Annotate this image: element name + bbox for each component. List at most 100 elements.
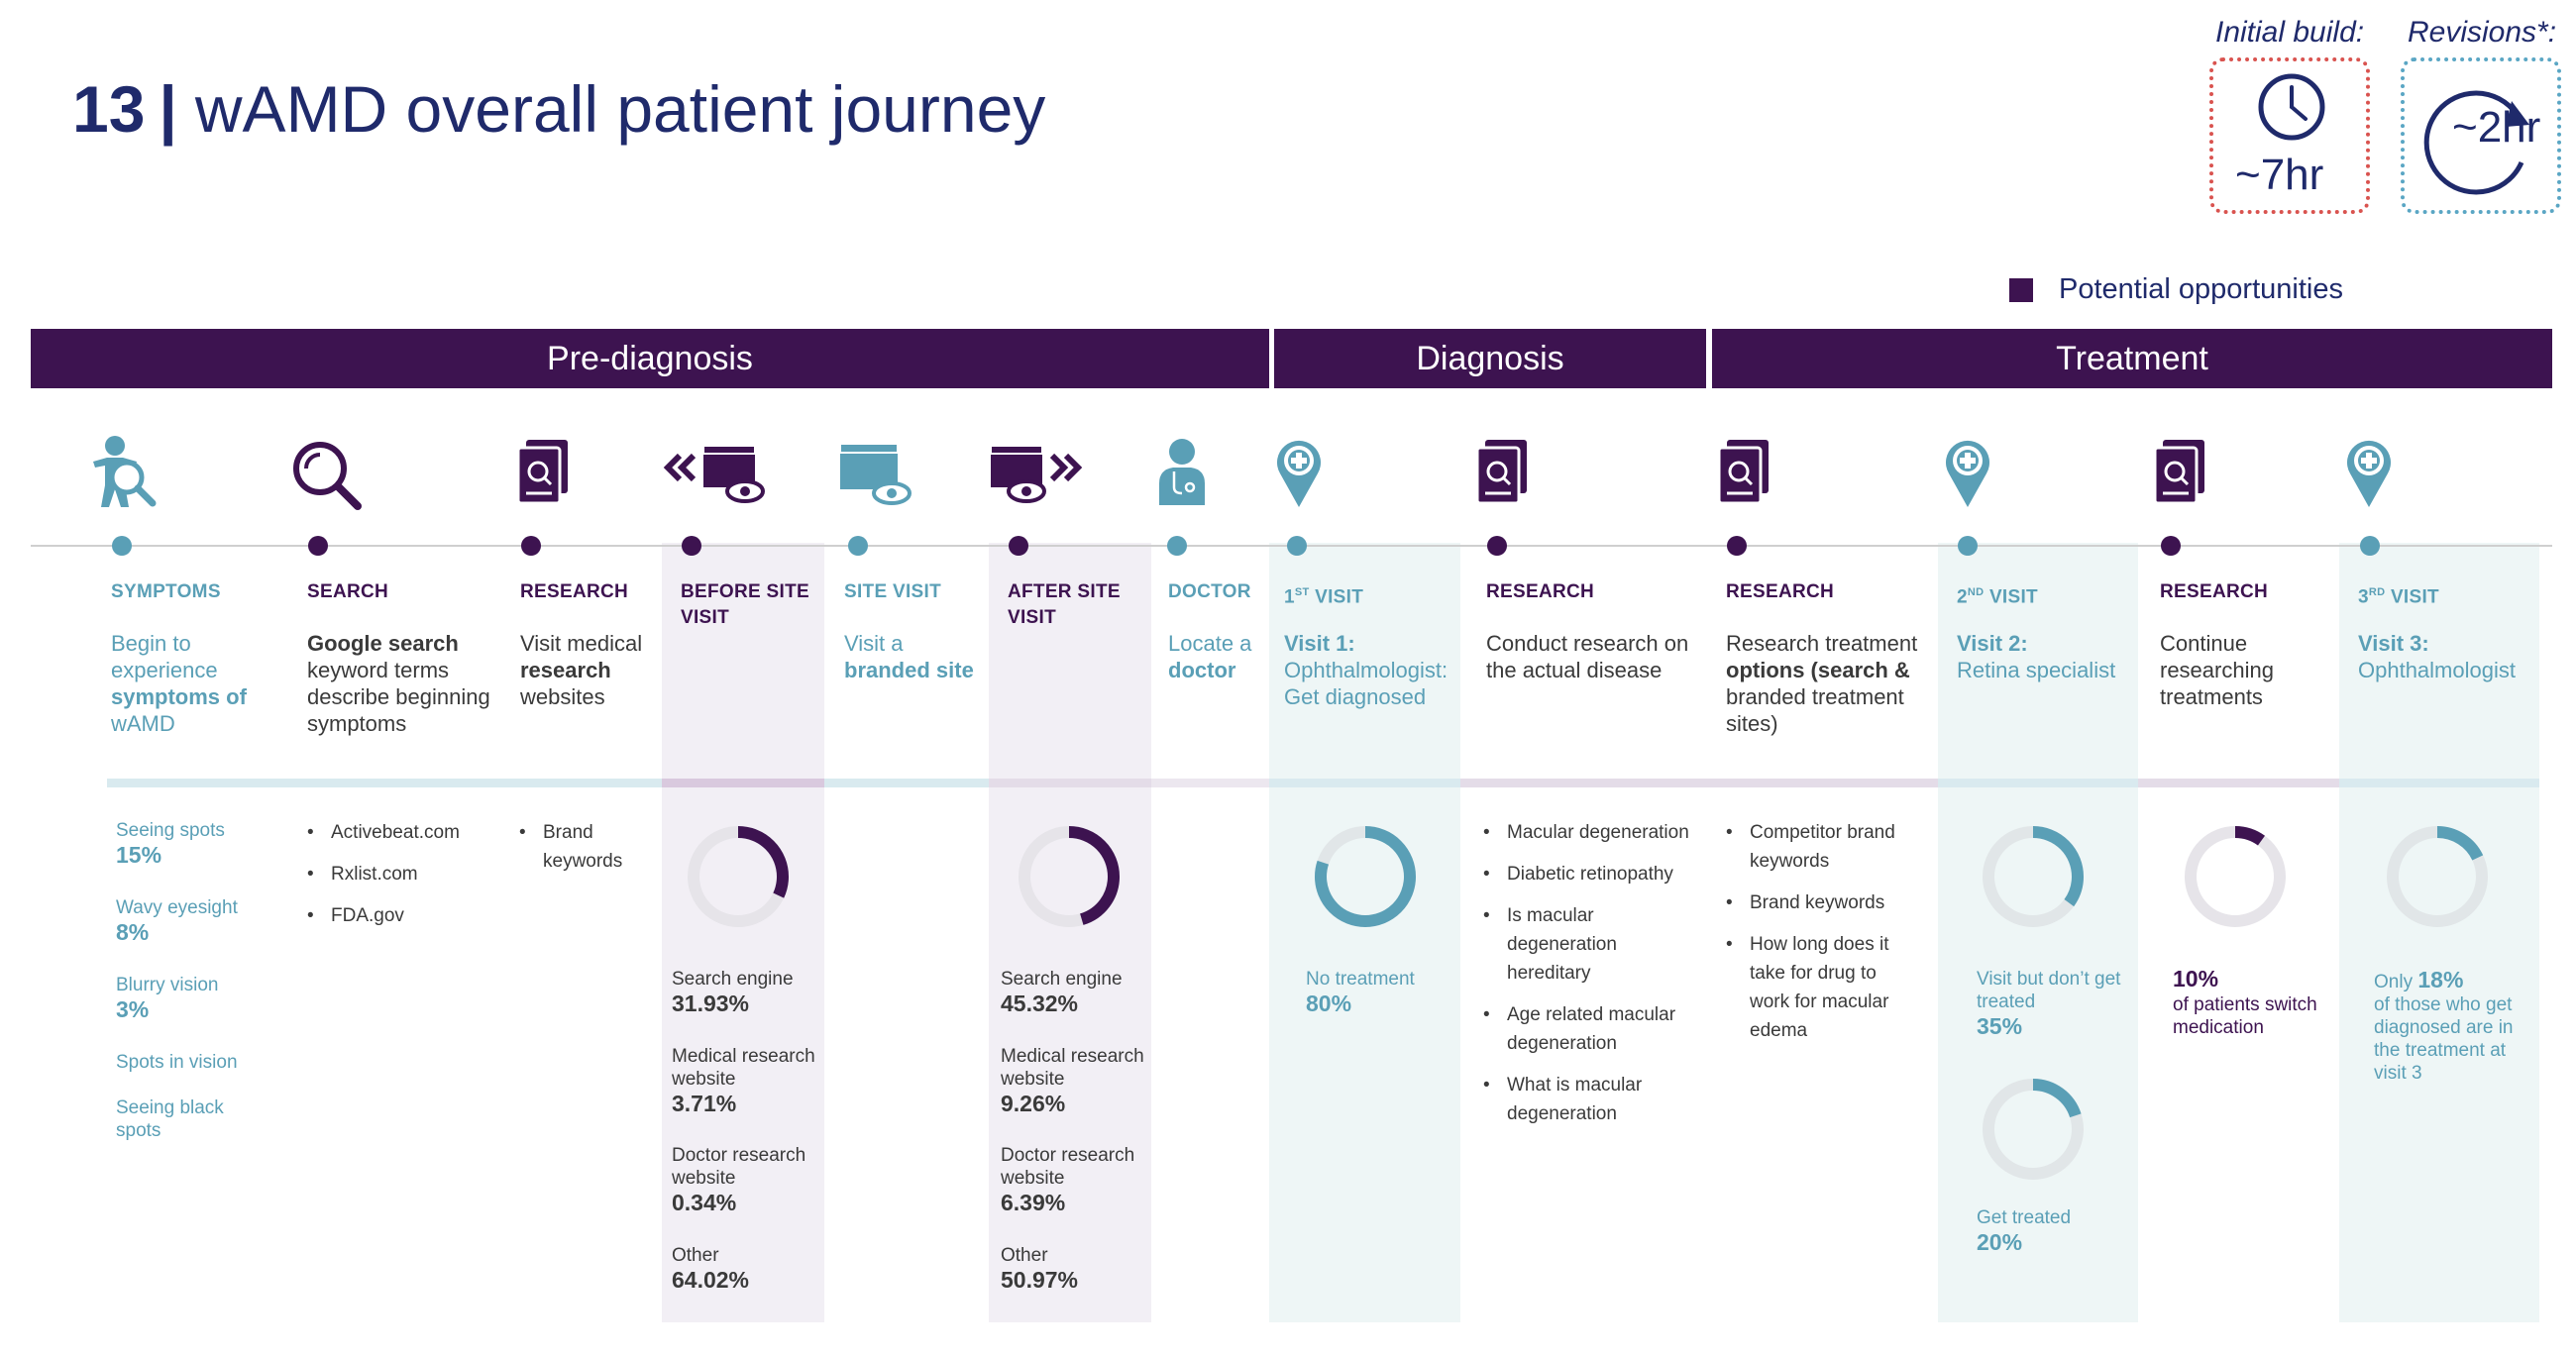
donut-chart-after-site (1019, 826, 1120, 927)
step-header-symptoms: SYMPTOMS (111, 581, 221, 602)
step-header-research: RESEARCH (520, 581, 629, 602)
step-header-before-site: BEFORE SITE VISIT (681, 581, 809, 628)
stat-label: Wavy eyesight (116, 897, 238, 918)
stat-value: 3% (116, 996, 150, 1022)
separator-bar (1938, 779, 2138, 787)
timeline-dot (112, 536, 132, 556)
document-search-icon (1475, 440, 1527, 505)
stat-value: 15% (116, 842, 162, 868)
stat-value: 0.34% (672, 1190, 737, 1215)
donut-chart-switch (2185, 826, 2286, 927)
stat-label: Visit but don’t get treated (1977, 969, 2121, 1012)
stat-label: Search engine (672, 969, 794, 990)
stat-label-visit3: Only 18%of those who get diagnosed are i… (2374, 967, 2514, 1085)
stat-label: of patients switch medication (2173, 994, 2317, 1038)
step-header-after-site: AFTER SITE VISIT (1008, 581, 1121, 628)
separator-bar (1460, 779, 1938, 787)
map-pin-plus-icon (1277, 440, 1321, 507)
initial-build-label: Initial build: (2215, 16, 2365, 49)
stat-value: 9.26% (1001, 1091, 1066, 1116)
donut-arc (2185, 826, 2286, 927)
stat-label: Medical research website (672, 1046, 815, 1090)
step-header-visit2: 2ND VISIT (1957, 586, 2038, 608)
stat-value: 31.93% (672, 991, 750, 1016)
stat-value: 10% (2173, 966, 2219, 992)
stat-value: 80% (1306, 991, 1352, 1016)
timeline-dot (308, 536, 328, 556)
separator-bar (1151, 779, 1269, 787)
clock-icon (2258, 73, 2325, 141)
separator-bar (2138, 779, 2339, 787)
bullet-item: •Macular degeneration (1483, 822, 1689, 843)
separator-bar (107, 779, 662, 787)
timeline-dot (1009, 536, 1028, 556)
timeline-dot (848, 536, 868, 556)
bullet-item: •Rxlist.com (307, 864, 418, 885)
donut-chart-visit2-treated (1983, 1079, 2084, 1180)
phase-diagnosis: Diagnosis (1274, 329, 1706, 388)
step-header-visit1: 1ST VISIT (1284, 586, 1364, 608)
stat-label: Seeing spots (116, 820, 225, 841)
title-text: wAMD overall patient journey (194, 72, 1046, 146)
initial-build-badge: ~7hr (2209, 57, 2370, 214)
stat-label: Spots in vision (116, 1052, 238, 1073)
stat-value: 3.71% (672, 1091, 737, 1116)
timeline-dot (1727, 536, 1747, 556)
separator-bar (662, 779, 824, 787)
bullet-item: •Competitor brand keywords (1726, 822, 1895, 872)
separator-bar (824, 779, 989, 787)
bullet-item: •Activebeat.com (307, 822, 460, 843)
stat-label: Blurry vision (116, 975, 219, 995)
slide-number: 13 (72, 72, 146, 146)
timeline-dot (2360, 536, 2380, 556)
donut-arc (1983, 826, 2084, 927)
stat-value: 20% (1977, 1229, 2023, 1255)
step-header-research: RESEARCH (1486, 581, 1595, 602)
timeline-dot (682, 536, 701, 556)
donut-arc (2387, 826, 2488, 927)
timeline-dot (1958, 536, 1978, 556)
stat-label: No treatment (1306, 969, 1415, 990)
stat-label: Doctor research website (672, 1145, 806, 1189)
column-bg-visit1 (1269, 543, 1460, 1322)
stat-label: Search engine (1001, 969, 1123, 990)
step-header-research: RESEARCH (1726, 581, 1835, 602)
revisions-value: ~2hr (2452, 103, 2541, 152)
donut-arc (688, 826, 789, 927)
legend-label: Potential opportunities (2059, 273, 2343, 305)
stat-value: 35% (1977, 1013, 2023, 1039)
page-title: 13|wAMD overall patient journey (72, 71, 1045, 147)
donut-chart-visit3 (2387, 826, 2488, 927)
revisions-label: Revisions*: (2408, 16, 2557, 49)
stat-value: 64.02% (672, 1267, 750, 1293)
document-search-icon (2153, 440, 2204, 505)
stat-label: Seeing black spots (116, 1097, 224, 1141)
bullet-item: •What is macular degeneration (1483, 1075, 1643, 1124)
donut-arc (1019, 826, 1120, 927)
step-header-visit3: 3RD VISIT (2358, 586, 2439, 608)
timeline-dot (2161, 536, 2181, 556)
map-pin-plus-icon (1946, 440, 1989, 507)
stat-label: Doctor research website (1001, 1145, 1135, 1189)
column-bg-visit3 (2339, 543, 2539, 1322)
step-desc-visit2: Visit 2:Retina specialist (1957, 631, 2116, 682)
person-magnifier-icon (93, 436, 157, 507)
stat-label: Medical research website (1001, 1046, 1144, 1090)
step-header-search: SEARCH (307, 581, 389, 602)
bullet-item: •FDA.gov (307, 905, 404, 926)
separator-bar (989, 779, 1151, 787)
bullet-item: •Brand keywords (519, 822, 623, 872)
timeline-dot (521, 536, 541, 556)
donut-arc (1315, 826, 1416, 927)
refresh-arrow-icon (2423, 90, 2529, 195)
separator-bar (1269, 779, 1460, 787)
initial-build-value: ~7hr (2235, 151, 2324, 199)
timeline-dot (1167, 536, 1187, 556)
bullet-item: •Is macular degeneration hereditary (1483, 905, 1617, 984)
